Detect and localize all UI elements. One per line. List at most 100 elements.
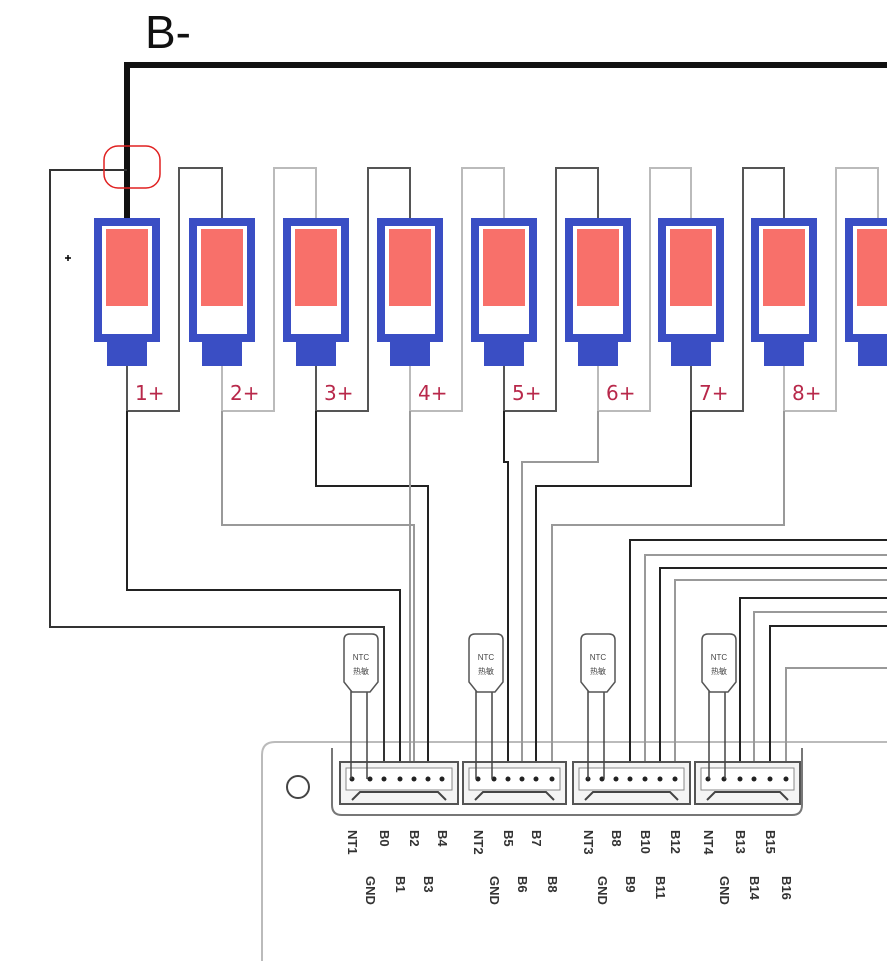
ntc-sensor-icon <box>343 633 379 693</box>
mounting-hole <box>286 775 310 799</box>
series-link-wire-5 <box>503 167 599 412</box>
connector-pin <box>737 776 743 782</box>
connector-latch <box>474 791 555 801</box>
cell-terminal <box>390 342 430 366</box>
cell-charge <box>483 229 525 306</box>
pin-label: B11 <box>653 876 668 899</box>
pin-label: B1 <box>393 876 408 893</box>
balance-wire-b13 <box>739 597 887 765</box>
cell-charge <box>389 229 431 306</box>
connector-pin <box>533 776 539 782</box>
ntc-sublabel: 热敏 <box>478 666 494 676</box>
balance-wire-b1 <box>126 411 401 765</box>
connector-latch <box>584 791 679 801</box>
series-link-wire-4 <box>409 167 505 412</box>
wire-b0 <box>49 169 385 765</box>
bms-board-outline <box>261 741 887 961</box>
balance-wire-b12 <box>674 579 887 765</box>
cell-terminal <box>578 342 618 366</box>
cell-terminal <box>202 342 242 366</box>
battery-cell-4 <box>377 218 443 366</box>
cell-charge <box>106 229 148 306</box>
pin-label: B0 <box>377 830 392 847</box>
connector-pin <box>657 776 663 782</box>
cell-label-4: 4+ <box>418 381 447 405</box>
red-annotation-circle <box>103 145 161 189</box>
connector-socket <box>468 767 561 791</box>
pin-label: B7 <box>529 830 544 847</box>
pin-label: NT1 <box>345 830 360 855</box>
cell-label-1: 1+ <box>135 381 164 405</box>
pin-label: GND <box>717 876 732 905</box>
balance-wire-b7 <box>535 411 692 765</box>
balance-wire-b15 <box>769 625 887 765</box>
connector-2 <box>462 761 567 805</box>
pin-label: NT4 <box>701 830 716 855</box>
series-link-wire-7 <box>690 167 785 412</box>
cell-terminal <box>296 342 336 366</box>
cell-charge <box>763 229 805 306</box>
connector-pin <box>425 776 431 782</box>
pin-label: NT2 <box>471 830 486 855</box>
b-minus-bus-wire <box>124 62 887 218</box>
connector-latch <box>351 791 447 801</box>
balance-wire-b10 <box>644 554 887 765</box>
ntc-label: NTC <box>353 653 370 662</box>
pin-label: GND <box>487 876 502 905</box>
connector-pin <box>367 776 373 782</box>
pin-label: B4 <box>435 830 450 847</box>
ntc-label: NTC <box>711 653 728 662</box>
connector-pin <box>505 776 511 782</box>
pin-label: B9 <box>623 876 638 893</box>
balance-wire-b6 <box>521 411 599 765</box>
connector-3 <box>572 761 691 805</box>
connector-bay-outline <box>331 748 803 816</box>
b-minus-label: B- <box>145 6 191 58</box>
battery-cell-8 <box>751 218 817 366</box>
cell-charge <box>670 229 712 306</box>
connector-pin <box>751 776 757 782</box>
pin-label: B8 <box>545 876 560 893</box>
connector-pin <box>397 776 403 782</box>
connector-pin <box>519 776 525 782</box>
series-link-wire-8 <box>783 167 879 412</box>
cell-terminal <box>764 342 804 366</box>
pin-label: B8 <box>609 830 624 847</box>
connector-socket <box>700 767 795 791</box>
battery-cell-2 <box>189 218 255 366</box>
ntc-label: NTC <box>478 653 495 662</box>
connector-pin <box>627 776 633 782</box>
ntc-sublabel: 热敏 <box>711 666 727 676</box>
cell-label-7: 7+ <box>699 381 728 405</box>
balance-wire-b3 <box>315 411 429 765</box>
battery-cell-7 <box>658 218 724 366</box>
pin-label: B5 <box>501 830 516 847</box>
connector-pin <box>767 776 773 782</box>
pin-label: B10 <box>638 830 653 854</box>
battery-cell-3 <box>283 218 349 366</box>
pin-label: GND <box>363 876 378 905</box>
ntc-sensor-icon <box>580 633 616 693</box>
pin-label: NT3 <box>581 830 596 855</box>
balance-wire-b16 <box>785 667 887 765</box>
pin-label: B15 <box>763 830 778 854</box>
pin-label: B12 <box>668 830 683 854</box>
ntc-sensor-icon <box>701 633 737 693</box>
balance-wire-b9 <box>629 539 887 765</box>
cell-charge <box>295 229 337 306</box>
connector-pin <box>549 776 555 782</box>
cell-terminal <box>107 342 147 366</box>
battery-cell-6 <box>565 218 631 366</box>
balance-wire-b2 <box>221 411 415 765</box>
cell-label-3: 3+ <box>324 381 353 405</box>
connector-pin <box>642 776 648 782</box>
cell-charge <box>577 229 619 306</box>
balance-wire-b11 <box>659 567 887 765</box>
cell-terminal <box>858 342 887 366</box>
pin-label: B13 <box>733 830 748 854</box>
connector-pin <box>613 776 619 782</box>
series-link-wire-6 <box>597 167 692 412</box>
cell-label-2: 2+ <box>230 381 259 405</box>
connector-pin <box>439 776 445 782</box>
